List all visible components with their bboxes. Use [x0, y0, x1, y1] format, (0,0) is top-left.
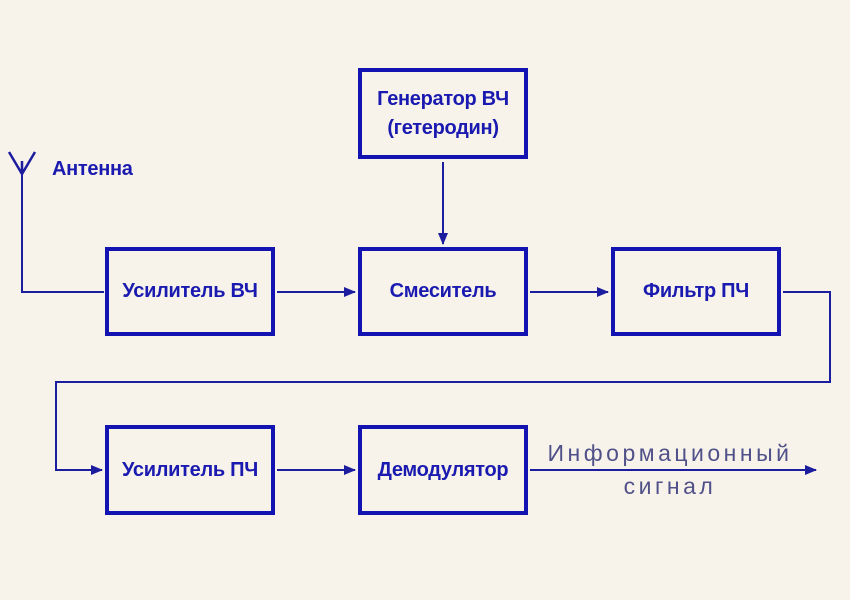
output-signal-label-line2: сигнал	[623, 473, 717, 499]
wire-antenna-to-amp-rf	[21, 174, 104, 293]
block-mixer: Смеситель	[358, 247, 528, 336]
block-amplifier-pch: Усилитель ПЧ	[105, 425, 275, 515]
block-mixer-label: Смеситель	[389, 280, 497, 302]
block-amplifier-vch: Усилитель ВЧ	[105, 247, 275, 336]
block-filter-pch-label: Фильтр ПЧ	[643, 280, 749, 302]
output-signal-label-line1: Информационный	[547, 440, 793, 466]
wire-filter-to-amp-if	[55, 291, 831, 475]
block-amplifier-pch-label: Усилитель ПЧ	[122, 458, 258, 481]
block-generator-label-line2: (гетеродин)	[387, 116, 499, 139]
block-generator-vch: Генератор ВЧ (гетеродин)	[358, 68, 528, 159]
block-amplifier-vch-label: Усилитель ВЧ	[122, 280, 258, 302]
block-filter-pch: Фильтр ПЧ	[611, 247, 781, 336]
block-demodulator-label: Демодулятор	[377, 458, 509, 481]
block-demodulator: Демодулятор	[358, 425, 528, 515]
antenna-label: Антенна	[52, 158, 133, 180]
antenna-icon	[7, 151, 37, 175]
block-generator-label-line1: Генератор ВЧ	[377, 87, 509, 110]
